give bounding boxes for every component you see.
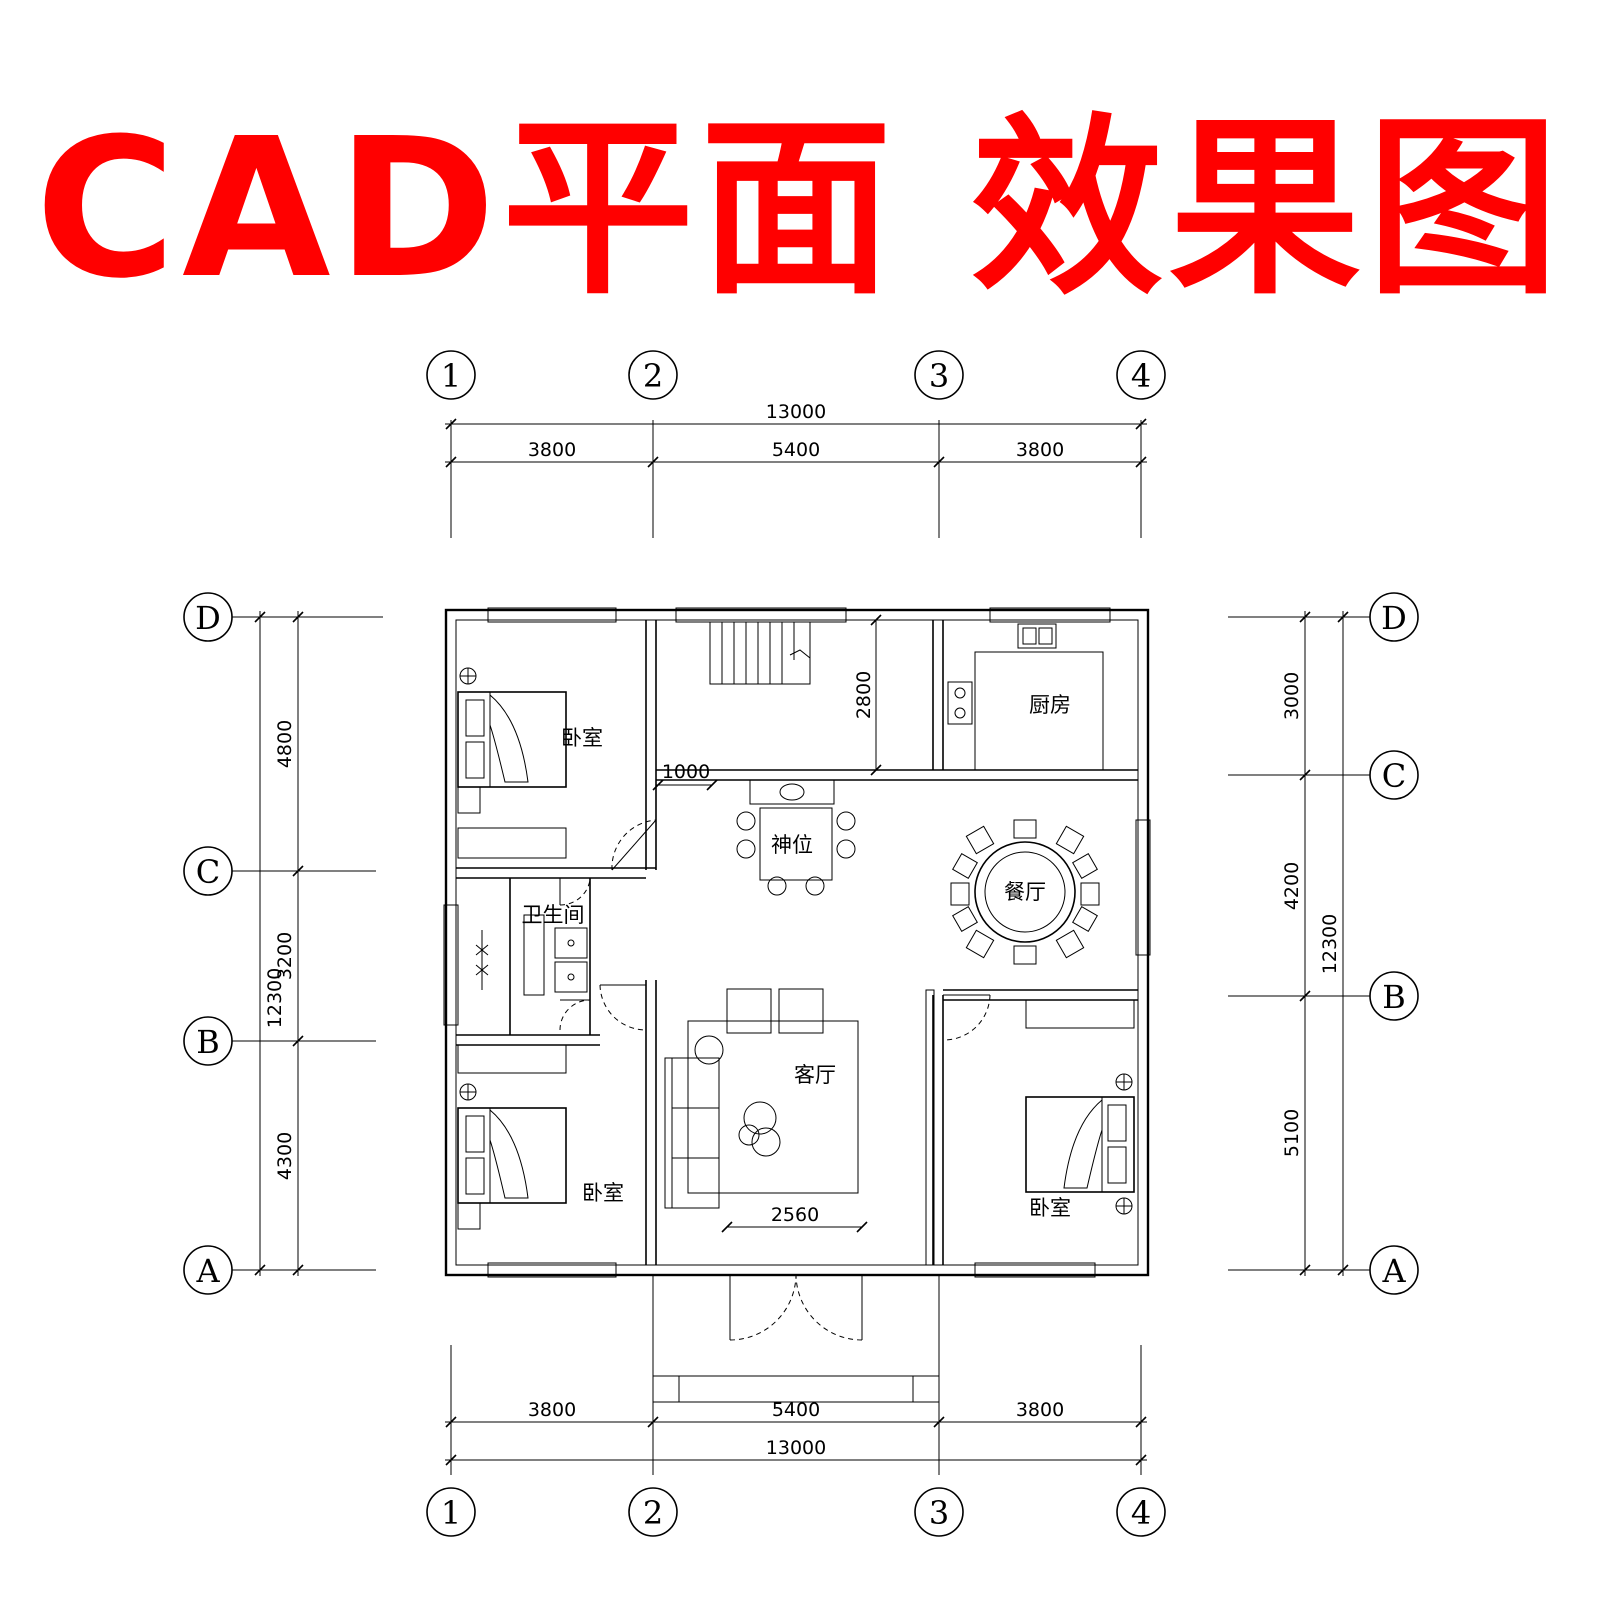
top-total-dimension: 13000 [766,401,826,423]
axis-bubble-bottom-2: 2 [628,1487,678,1537]
left-span-1: 4800 [274,720,296,768]
right-total-dimension: 12300 [1319,914,1341,974]
axis-bubble-right-C: C [1369,750,1419,800]
bottom-span-1: 3800 [528,1399,576,1421]
kitchen-fixtures [947,623,1104,771]
svg-text:1: 1 [441,1494,461,1532]
stair-depth-dimension: 2800 [853,671,875,719]
svg-text:B: B [196,1023,220,1061]
svg-text:A: A [195,1252,220,1290]
room-label-kitchen: 厨房 [1029,693,1071,717]
left-total-dimension: 12300 [264,968,286,1028]
svg-text:D: D [1381,599,1407,637]
left-dimension-group: D C B A 4800 3200 4300 12300 [183,592,383,1295]
svg-text:4: 4 [1131,357,1151,395]
banner-title: CAD平面 效果图 [35,98,1565,321]
axis-bubble-top-1: 1 [426,350,476,400]
axis-bubble-left-D: D [183,592,233,642]
svg-text:B: B [1382,978,1406,1016]
svg-text:2: 2 [643,357,663,395]
svg-text:A: A [1381,1252,1406,1290]
axis-bubble-left-A: A [183,1245,233,1295]
axis-bubble-left-B: B [183,1016,233,1066]
axis-bubble-bottom-4: 4 [1116,1487,1166,1537]
top-span-1: 3800 [528,439,576,461]
bottom-dimension-group: 3800 5400 3800 13000 1 2 3 4 [426,1345,1166,1537]
room-label-bedroom-right: 卧室 [1029,1196,1071,1220]
staircase: 2800 1000 [652,614,882,791]
axis-bubble-right-A: A [1369,1245,1419,1295]
bottom-span-3: 3800 [1016,1399,1064,1421]
svg-text:C: C [1382,757,1406,795]
svg-text:2: 2 [643,1494,663,1532]
room-label-living: 客厅 [794,1063,836,1087]
building-walls [443,607,1151,1403]
axis-bubble-bottom-3: 3 [914,1487,964,1537]
room-label-shrine: 神位 [771,833,813,857]
svg-text:3: 3 [929,1494,949,1532]
right-span-1: 3000 [1281,672,1303,720]
right-span-3: 5100 [1281,1109,1303,1157]
bed-bottom-left [457,1044,567,1230]
axis-bubble-left-C: C [183,846,233,896]
living-room-furniture: 2560 [664,988,868,1233]
axis-bubble-top-3: 3 [914,350,964,400]
svg-text:4: 4 [1131,1494,1151,1532]
room-label-bathroom: 卫生间 [522,903,585,927]
wall-offset-dimension: 1000 [662,761,710,783]
bed-right [925,989,1135,1266]
top-span-3: 3800 [1016,439,1064,461]
right-dimension-group: 3000 4200 5100 12300 D C B A [1228,592,1419,1295]
right-span-2: 4200 [1281,862,1303,910]
door-swings [559,819,991,1341]
room-label-bedroom-top-left: 卧室 [561,726,603,750]
left-span-3: 4300 [274,1132,296,1180]
top-dimension-group: 1 2 3 4 13000 3800 5400 3800 [426,350,1166,538]
bottom-total-dimension: 13000 [766,1437,826,1459]
sofa-width-dimension: 2560 [771,1204,819,1226]
svg-text:3: 3 [929,357,949,395]
svg-text:D: D [195,599,221,637]
left-span-2: 3200 [274,932,296,980]
dining-table [950,819,1100,965]
svg-text:1: 1 [441,357,461,395]
room-label-bedroom-bottom-left: 卧室 [582,1181,624,1205]
shrine-table [736,779,856,896]
axis-bubble-top-4: 4 [1116,350,1166,400]
axis-bubble-bottom-1: 1 [426,1487,476,1537]
bottom-span-2: 5400 [772,1399,820,1421]
axis-bubble-right-B: B [1369,971,1419,1021]
top-span-2: 5400 [772,439,820,461]
axis-bubble-top-2: 2 [628,350,678,400]
bed-top-left [457,667,567,859]
axis-bubble-right-D: D [1369,592,1419,642]
bathroom-fixtures [475,914,588,996]
svg-text:C: C [196,853,220,891]
room-label-dining: 餐厅 [1004,880,1046,904]
